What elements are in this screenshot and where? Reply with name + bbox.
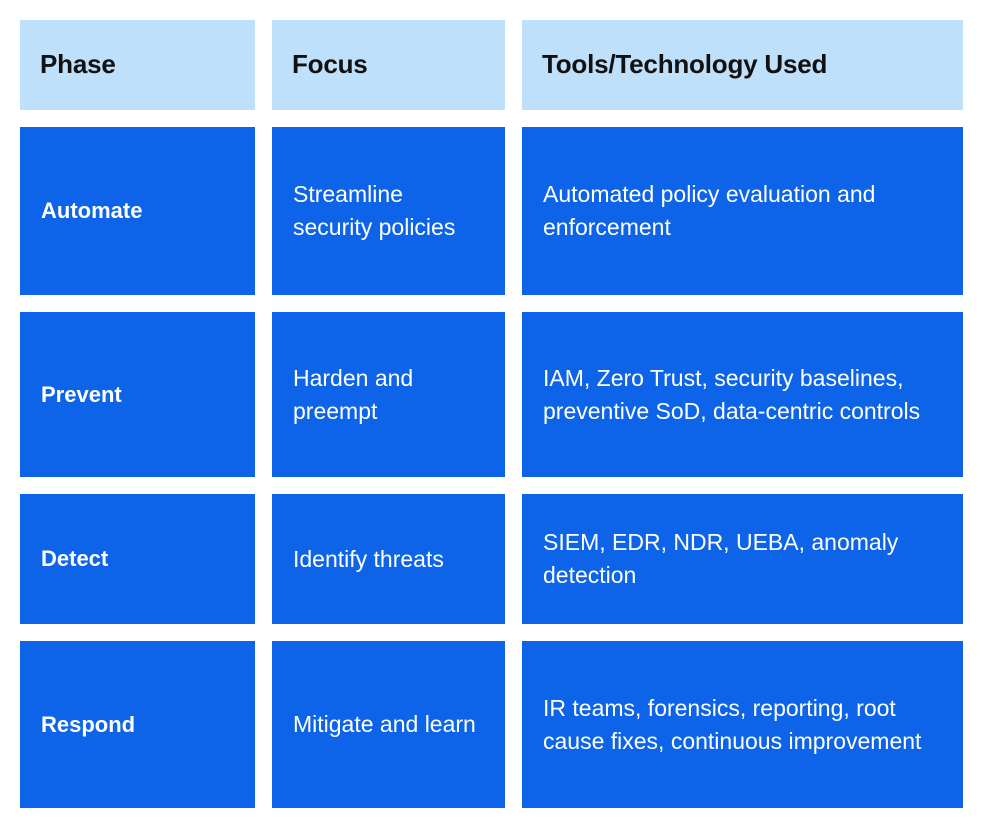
column-header-phase-label: Phase <box>40 49 116 80</box>
table-row: IR teams, forensics, reporting, root cau… <box>522 641 963 808</box>
table-row: Automate <box>20 127 255 295</box>
cell-phase-1: Automate <box>41 198 143 224</box>
cell-focus-2: Harden and preempt <box>293 364 414 424</box>
cell-tools-3: SIEM, EDR, NDR, UEBA, anomaly detection <box>543 529 899 588</box>
cell-tools-4: IR teams, forensics, reporting, root cau… <box>543 694 922 754</box>
column-header-tools: Tools/Technology Used <box>522 20 963 110</box>
table-row: Identify threats <box>272 494 505 624</box>
table-grid: Phase Focus Tools/Technology Used Automa… <box>20 20 966 808</box>
column-header-focus-label: Focus <box>292 49 368 80</box>
table-row: Prevent <box>20 312 255 477</box>
table-row: Streamline security policies <box>272 127 505 295</box>
table-row: Harden and preempt <box>272 312 505 477</box>
cell-focus-1: Streamline security policies <box>293 181 456 240</box>
cell-phase-3: Detect <box>41 546 109 572</box>
column-header-tools-label: Tools/Technology Used <box>542 49 828 80</box>
column-header-focus: Focus <box>272 20 505 110</box>
column-header-phase: Phase <box>20 20 255 110</box>
table-row: Respond <box>20 641 255 808</box>
cell-focus-4: Mitigate and learn <box>293 711 476 738</box>
table-row: Detect <box>20 494 255 624</box>
cell-phase-4: Respond <box>41 711 136 737</box>
table-row: Mitigate and learn <box>272 641 505 808</box>
table-row: Automated policy evaluation and enforcem… <box>522 127 963 295</box>
cell-focus-3: Identify threats <box>293 545 444 572</box>
cell-phase-2: Prevent <box>41 381 122 407</box>
cell-tools-1: Automated policy evaluation and enforcem… <box>543 181 876 240</box>
table-row: IAM, Zero Trust, security baselines, pre… <box>522 312 963 477</box>
table-row: SIEM, EDR, NDR, UEBA, anomaly detection <box>522 494 963 624</box>
cell-tools-2: IAM, Zero Trust, security baselines, pre… <box>543 364 921 424</box>
